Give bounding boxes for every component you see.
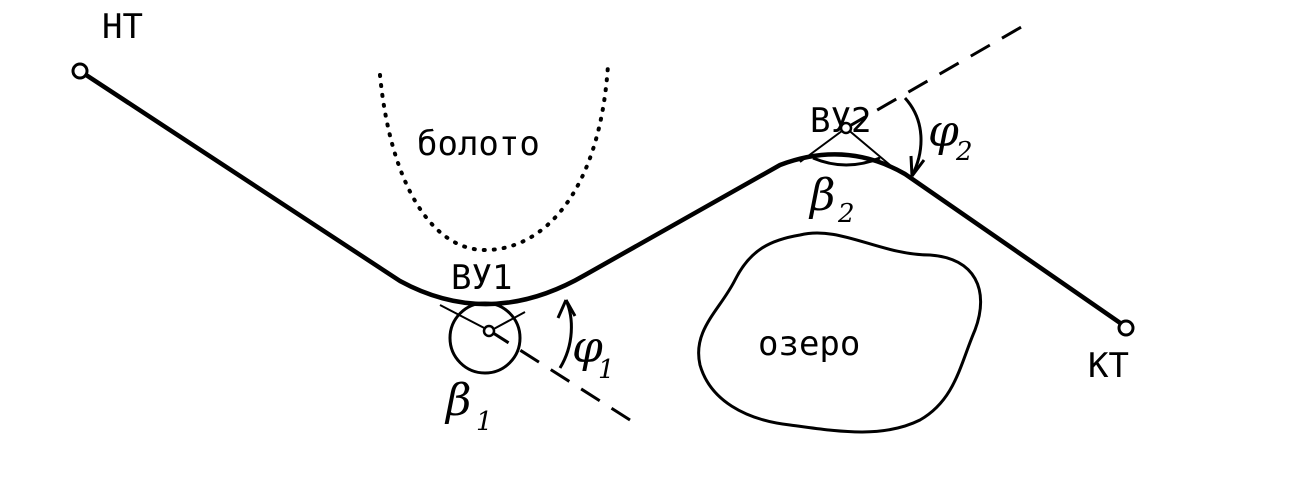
beta1-angle-arc: [448, 301, 522, 375]
vertex-1-label: ВУ1: [451, 258, 512, 298]
route-line: [78, 69, 1128, 329]
beta2-angle-arc: [812, 156, 881, 167]
vertex-1-point: [482, 324, 496, 338]
phi1-symbol: φ: [572, 322, 603, 373]
start-point: [71, 62, 89, 80]
phi2-arrowhead: [909, 155, 926, 177]
phi1-arrowhead: [556, 299, 577, 319]
end-point: [1117, 319, 1135, 337]
phi2-subscript: 2: [955, 137, 973, 167]
swamp-outline: [378, 63, 610, 253]
beta2-subscript: 2: [837, 199, 855, 229]
tangent-extension-1: [489, 329, 631, 422]
beta1-symbol: β: [444, 375, 471, 426]
beta1-subscript: 1: [476, 407, 493, 437]
lake-outline: [697, 231, 983, 434]
phi2-symbol: φ: [928, 106, 959, 157]
beta2-symbol: β: [808, 170, 835, 221]
end-label: КТ: [1088, 346, 1129, 386]
phi1-subscript: 1: [598, 355, 615, 385]
phi2-angle-arc: [903, 96, 923, 177]
vertex-2-label: ВУ2: [810, 101, 871, 141]
swamp-label: болото: [417, 124, 540, 164]
lake-label: озеро: [758, 324, 860, 364]
start-label: НТ: [102, 7, 143, 47]
vertex-2-point: [839, 121, 853, 135]
